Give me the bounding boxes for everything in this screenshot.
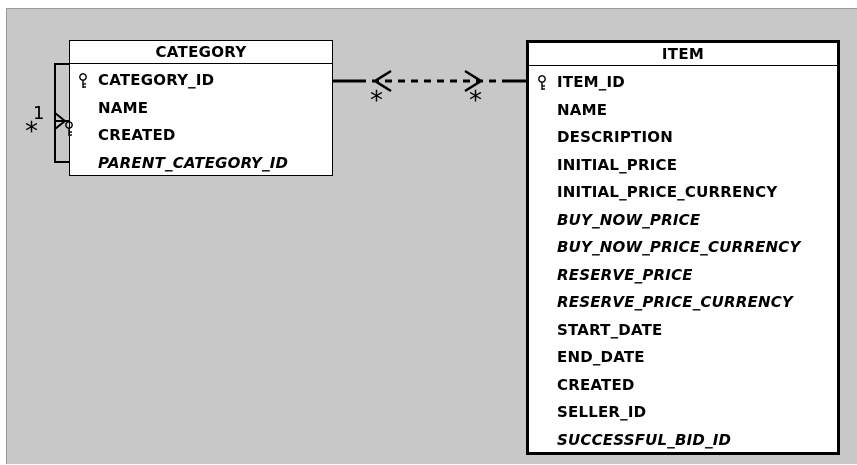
- column-name: END_DATE: [557, 348, 645, 366]
- column-row[interactable]: END_DATE: [529, 344, 837, 372]
- column-name: SELLER_ID: [557, 403, 647, 421]
- entity-title: ITEM: [529, 43, 837, 66]
- column-row[interactable]: CREATED: [70, 122, 332, 150]
- column-name: DESCRIPTION: [557, 128, 673, 146]
- category-item-relationship[interactable]: [333, 69, 526, 93]
- column-row[interactable]: NAME: [529, 97, 837, 125]
- column-name: ITEM_ID: [557, 73, 625, 91]
- column-name: INITIAL_PRICE_CURRENCY: [557, 183, 778, 201]
- column-name: START_DATE: [557, 320, 663, 339]
- column-row[interactable]: ITEM_ID: [529, 69, 837, 97]
- relationship-layer: 1 * * *: [25, 63, 526, 163]
- column-name: NAME: [557, 100, 608, 119]
- diagram-canvas[interactable]: 1 * * * CATEGORY CATEGORY_ID NAME CREATED P…: [6, 8, 857, 464]
- column-name: NAME: [98, 98, 149, 117]
- column-row[interactable]: BUY_NOW_PRICE_CURRENCY: [529, 234, 837, 262]
- column-row[interactable]: BUY_NOW_PRICE: [529, 207, 837, 235]
- column-row[interactable]: RESERVE_PRICE: [529, 262, 837, 290]
- column-name: BUY_NOW_PRICE: [557, 210, 701, 229]
- column-name: SUCCESSFUL_BID_ID: [557, 430, 732, 449]
- primary-key-icon: [78, 67, 92, 95]
- primary-key-icon: [537, 69, 551, 97]
- column-list: CATEGORY_ID NAME CREATED PARENT_CATEGORY_ID: [70, 64, 332, 177]
- self-rel-multiplicity-many: *: [25, 117, 38, 147]
- column-row[interactable]: SUCCESSFUL_BID_ID: [529, 427, 837, 455]
- entity-item[interactable]: ITEM ITEM_ID NAME DESCRIPTION INITIAL_PRICE…: [526, 40, 840, 455]
- column-row[interactable]: START_DATE: [529, 317, 837, 345]
- column-row[interactable]: INITIAL_PRICE_CURRENCY: [529, 179, 837, 207]
- column-row[interactable]: CREATED: [529, 372, 837, 400]
- column-name: RESERVE_PRICE: [557, 265, 693, 284]
- column-list: ITEM_ID NAME DESCRIPTION INITIAL_PRICE INITI…: [529, 66, 837, 454]
- column-name: RESERVE_PRICE_CURRENCY: [557, 293, 793, 311]
- column-name: BUY_NOW_PRICE_CURRENCY: [557, 238, 801, 256]
- column-name: PARENT_CATEGORY_ID: [98, 153, 289, 172]
- column-row[interactable]: CATEGORY_ID: [70, 67, 332, 95]
- entity-category[interactable]: CATEGORY CATEGORY_ID NAME CREATED PARENT_CA…: [69, 40, 333, 176]
- column-row[interactable]: INITIAL_PRICE: [529, 152, 837, 180]
- entity-title: CATEGORY: [70, 41, 332, 64]
- column-name: CREATED: [557, 375, 635, 394]
- category-end-multiplicity: *: [370, 86, 383, 116]
- column-row[interactable]: PARENT_CATEGORY_ID: [70, 150, 332, 178]
- column-name: CREATED: [98, 126, 176, 144]
- column-row[interactable]: NAME: [70, 95, 332, 123]
- column-row[interactable]: SELLER_ID: [529, 399, 837, 427]
- self-rel-multiplicity-one: 1: [33, 103, 44, 124]
- self-relationship[interactable]: [54, 63, 69, 163]
- column-row[interactable]: DESCRIPTION: [529, 124, 837, 152]
- self-relationship-key-icon: [64, 121, 74, 141]
- item-end-multiplicity: *: [469, 86, 482, 116]
- column-name: CATEGORY_ID: [98, 71, 215, 89]
- column-row[interactable]: RESERVE_PRICE_CURRENCY: [529, 289, 837, 317]
- column-name: INITIAL_PRICE: [557, 155, 678, 174]
